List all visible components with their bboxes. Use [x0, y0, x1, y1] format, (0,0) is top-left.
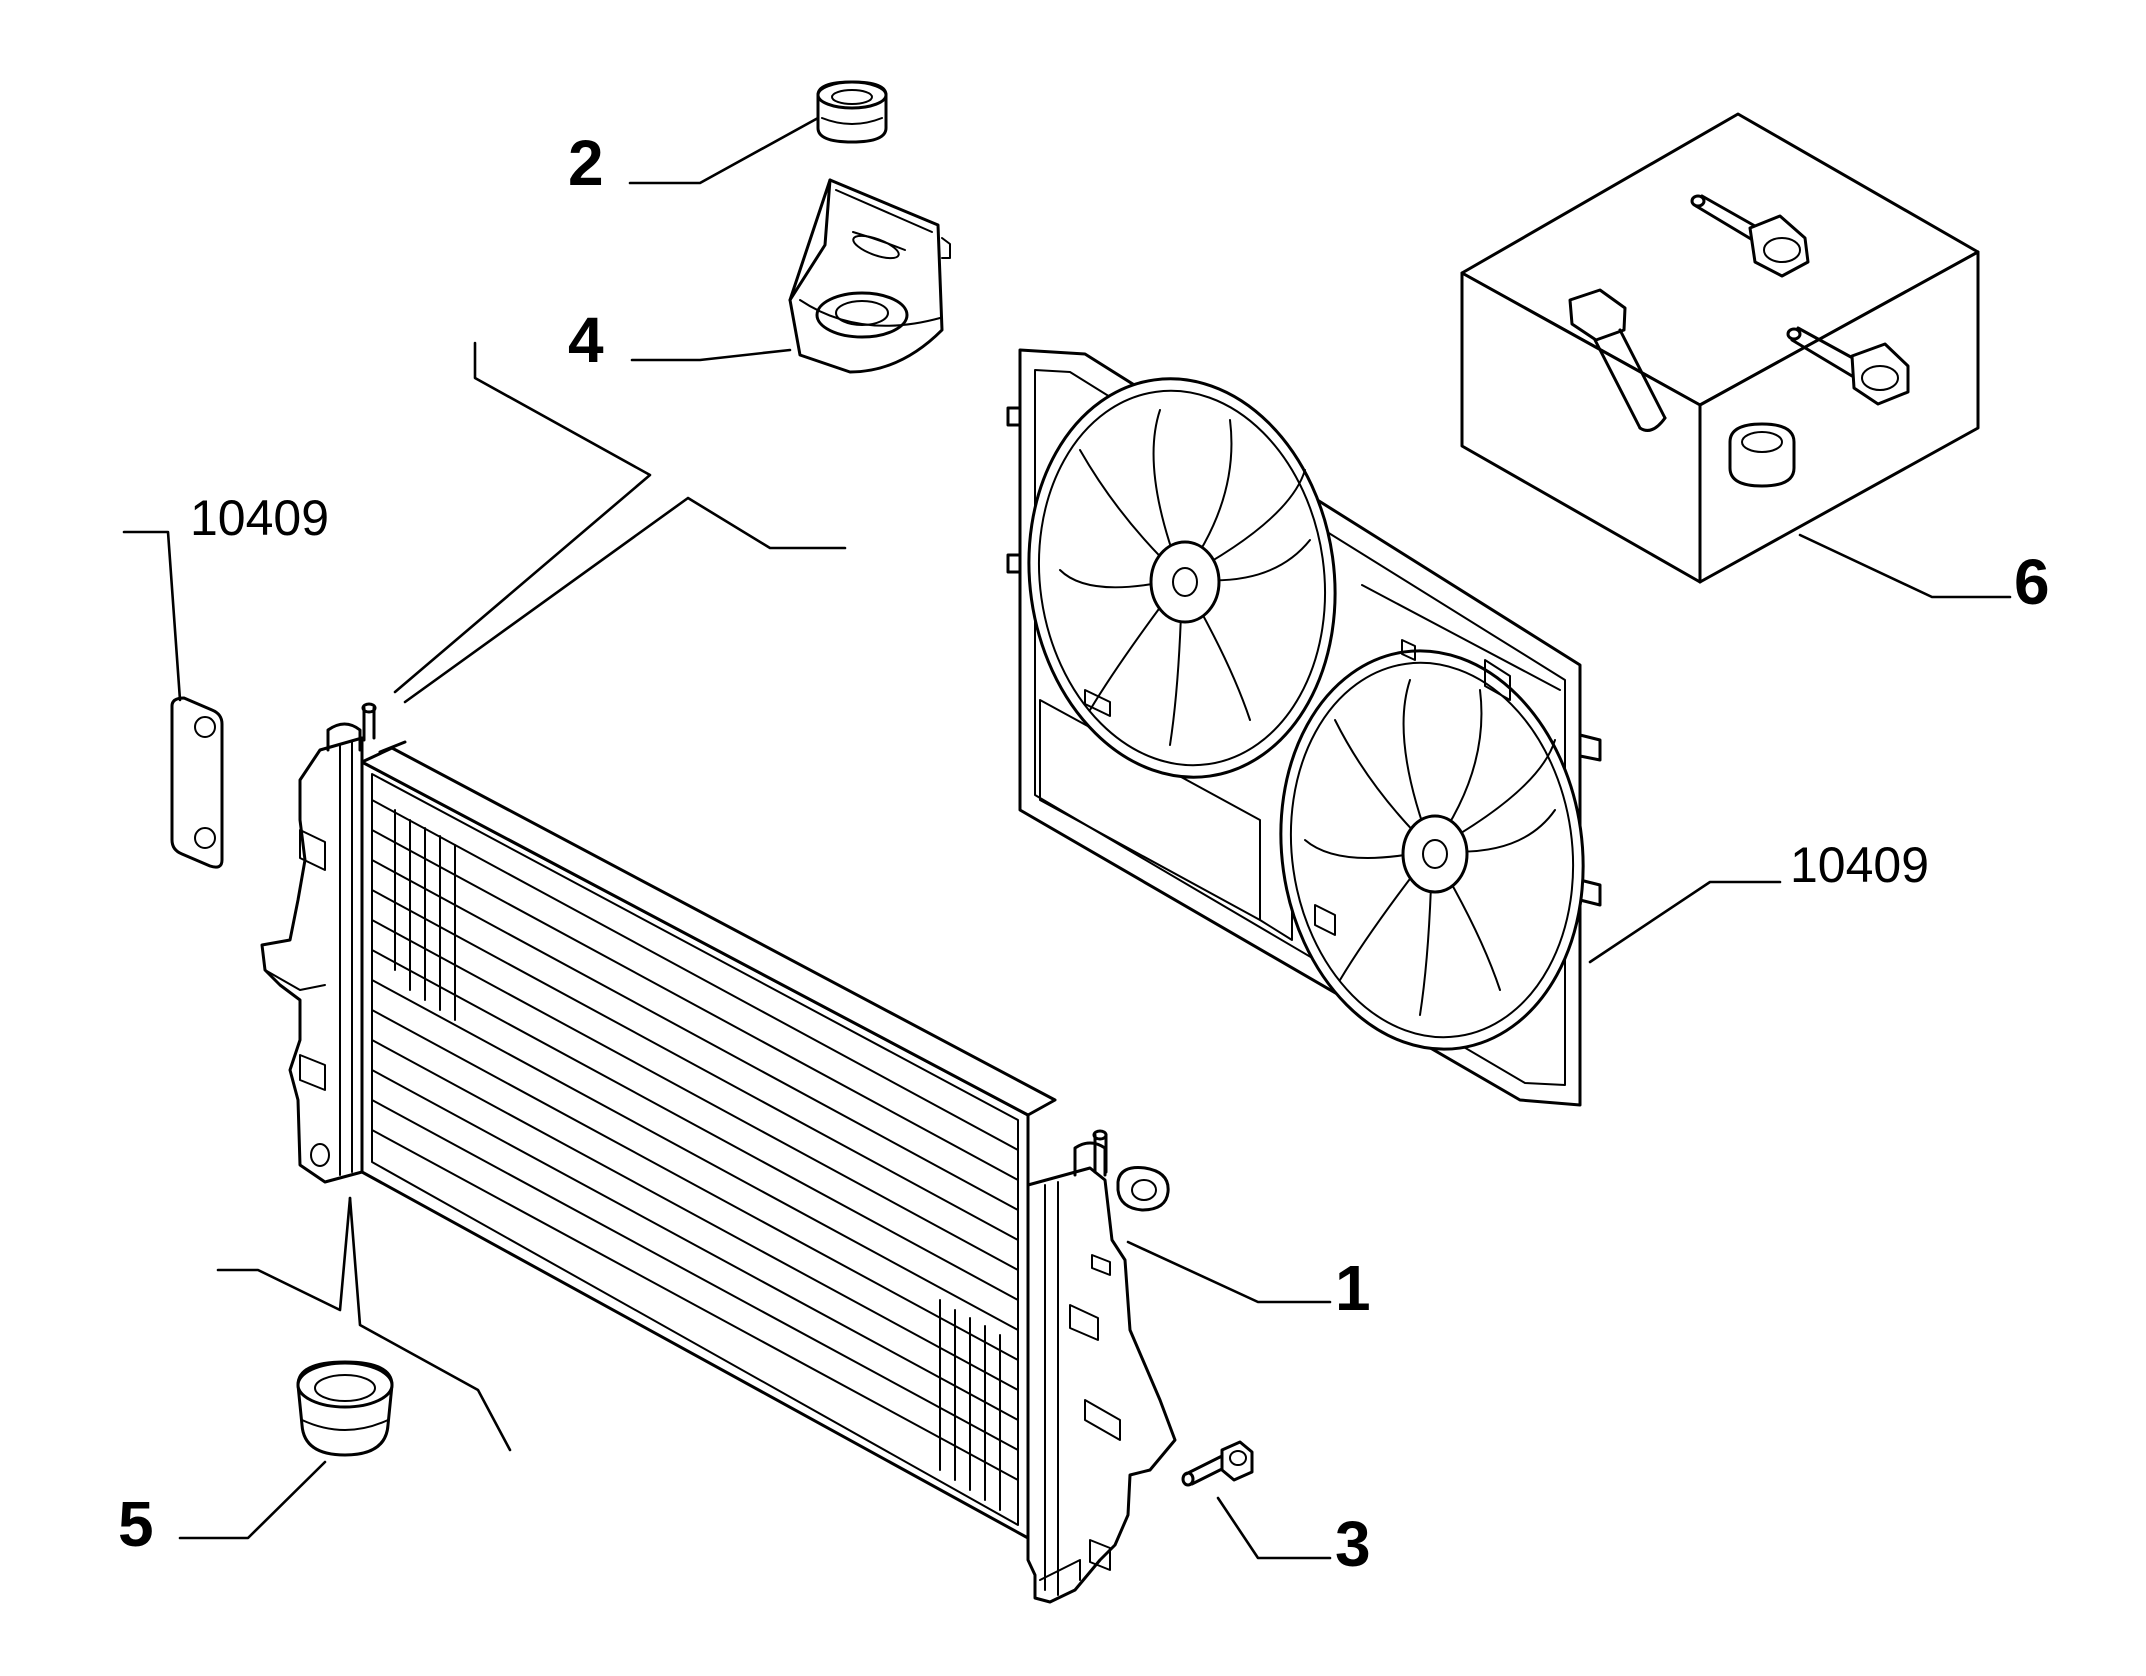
mount-line-bot-b — [348, 1196, 512, 1452]
label-item-6: 6 — [2014, 546, 2050, 618]
label-item-2: 2 — [568, 127, 604, 199]
mount-line-top-a — [393, 341, 652, 694]
part-1-radiator[interactable] — [260, 702, 1177, 1604]
leader-3 — [1216, 1496, 1332, 1560]
leader-ref-fan — [1588, 880, 1782, 964]
label-item-5: 5 — [118, 1488, 154, 1560]
mount-line-top-b — [403, 496, 847, 704]
part-4-bracket[interactable] — [788, 178, 951, 374]
leader-6 — [1798, 533, 2012, 599]
label-ref-top: 10409 — [190, 490, 329, 546]
leader-4 — [630, 348, 792, 362]
part-2-grommet[interactable] — [816, 80, 888, 144]
leader-ref-top — [122, 530, 182, 702]
part-3-bolt[interactable] — [1181, 1440, 1254, 1487]
leader-1 — [1126, 1240, 1332, 1304]
label-item-3: 3 — [1335, 1508, 1371, 1580]
leader-5 — [178, 1460, 327, 1540]
leader-lines — [122, 116, 2012, 1560]
label-ref-fan: 10409 — [1790, 837, 1929, 893]
label-item-4: 4 — [568, 304, 604, 376]
radiator-fins — [371, 799, 1019, 1511]
mount-line-bot-a — [216, 1196, 352, 1312]
leader-2 — [628, 116, 820, 185]
part-6-hardware-kit[interactable] — [1460, 112, 1980, 584]
label-item-1: 1 — [1335, 1252, 1371, 1324]
part-10409-clip[interactable] — [170, 696, 224, 869]
part-10409-fan-shroud[interactable] — [1004, 348, 1609, 1107]
part-5-grommet[interactable] — [296, 1360, 394, 1457]
